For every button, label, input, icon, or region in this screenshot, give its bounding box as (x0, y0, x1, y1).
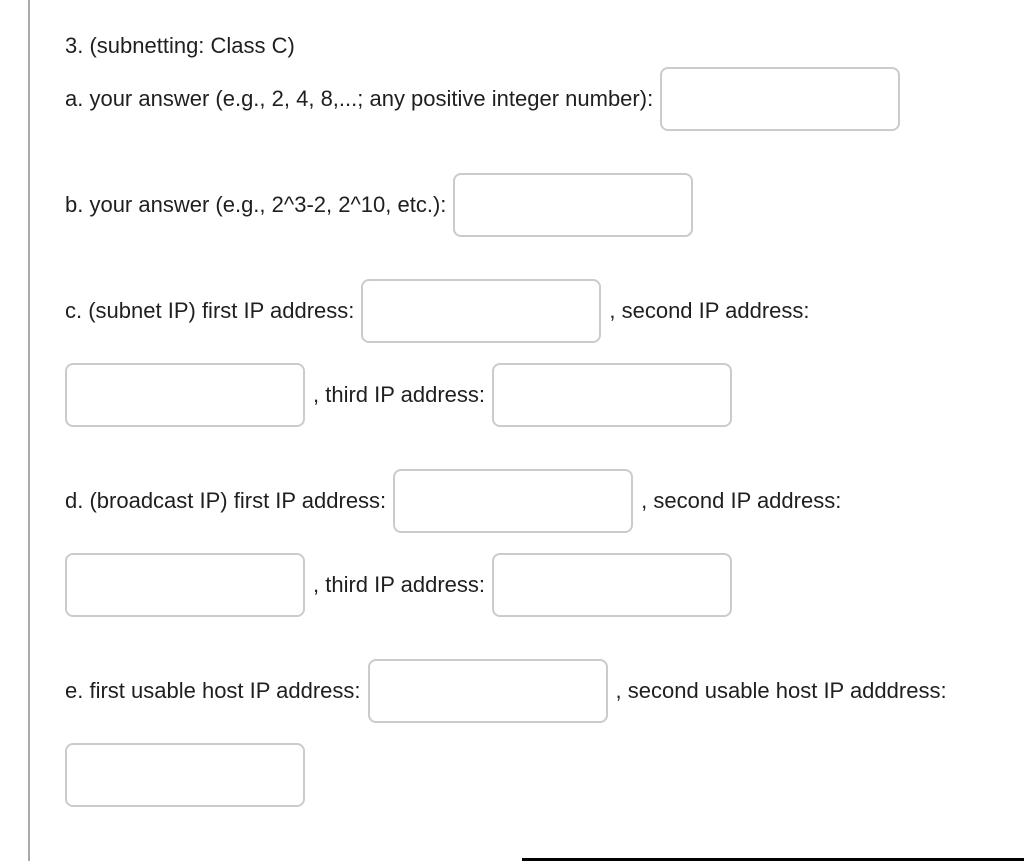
question-b-row: b. your answer (e.g., 2^3-2, 2^10, etc.)… (65, 163, 1014, 247)
question-c-row-1: c. (subnet IP) first IP address: , secon… (65, 269, 1014, 353)
answer-b-input[interactable] (453, 173, 694, 237)
question-c-row-2: , third IP address: (65, 353, 1014, 437)
answer-d-first-ip-input[interactable] (393, 469, 634, 533)
left-border-rule (28, 0, 30, 861)
question-a-label: a. your answer (e.g., 2, 4, 8,...; any p… (65, 86, 654, 111)
question-d-row-2: , third IP address: (65, 543, 1014, 627)
question-c-label-third: , third IP address: (313, 382, 486, 407)
question-d-row-1: d. (broadcast IP) first IP address: , se… (65, 459, 1014, 543)
question-b-label: b. your answer (e.g., 2^3-2, 2^10, etc.)… (65, 192, 447, 217)
question-d-label-second: , second IP address: (641, 488, 842, 513)
answer-e-second-host-input[interactable] (65, 743, 305, 807)
question-e-label-second: , second usable host IP adddress: (615, 678, 947, 703)
question-d-label-third: , third IP address: (313, 572, 486, 597)
answer-d-second-ip-input[interactable] (65, 553, 305, 617)
answer-c-third-ip-input[interactable] (492, 363, 733, 427)
answer-c-second-ip-input[interactable] (65, 363, 305, 427)
question-e-row-2 (65, 733, 1014, 817)
bottom-black-bar (522, 858, 1024, 861)
question-d-label-first: d. (broadcast IP) first IP address: (65, 488, 387, 513)
question-c-label-second: , second IP address: (609, 298, 810, 323)
answer-d-third-ip-input[interactable] (492, 553, 733, 617)
answer-e-first-host-input[interactable] (367, 659, 608, 723)
question-e-row-1: e. first usable host IP address: , secon… (65, 649, 1014, 733)
question-title: 3. (subnetting: Class C) (65, 33, 295, 58)
answer-a-input[interactable] (660, 67, 901, 131)
question-content: 3. (subnetting: Class C) a. your answer … (65, 0, 1014, 817)
question-c-label-first: c. (subnet IP) first IP address: (65, 298, 355, 323)
question-a-row: a. your answer (e.g., 2, 4, 8,...; any p… (65, 57, 1014, 141)
question-e-label-first: e. first usable host IP address: (65, 678, 361, 703)
answer-c-first-ip-input[interactable] (361, 279, 602, 343)
